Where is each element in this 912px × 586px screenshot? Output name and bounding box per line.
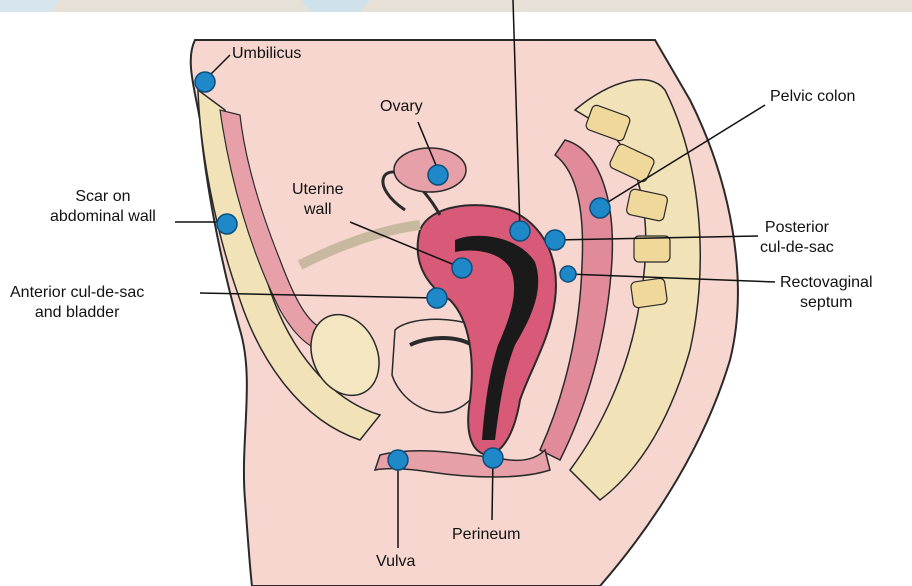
marker-umbilicus [195,72,215,92]
marker-scar [217,214,237,234]
marker-anterior-cul-de-sac [427,288,447,308]
label-posterior-cul-de-sac: Posterior cul-de-sac [760,218,834,258]
marker-rectovaginal [560,266,576,282]
label-uterine-wall: Uterine wall [292,180,344,220]
marker-perineum [483,448,503,468]
label-scar-on-abdominal-wall: Scar on abdominal wall [50,187,156,227]
marker-top [510,221,530,241]
label-pelvic-colon: Pelvic colon [770,87,855,107]
marker-ovary [428,165,448,185]
marker-vulva [388,450,408,470]
marker-uterine-wall [452,258,472,278]
label-rectovaginal-septum: Rectovaginal septum [780,273,873,313]
label-umbilicus: Umbilicus [232,44,301,64]
label-vulva: Vulva [376,552,415,572]
label-anterior-cul-de-sac: Anterior cul-de-sac and bladder [10,283,144,323]
marker-posterior-cul-de-sac [545,230,565,250]
label-ovary: Ovary [380,97,423,117]
marker-pelvic-colon [590,198,610,218]
label-perineum: Perineum [452,525,520,545]
